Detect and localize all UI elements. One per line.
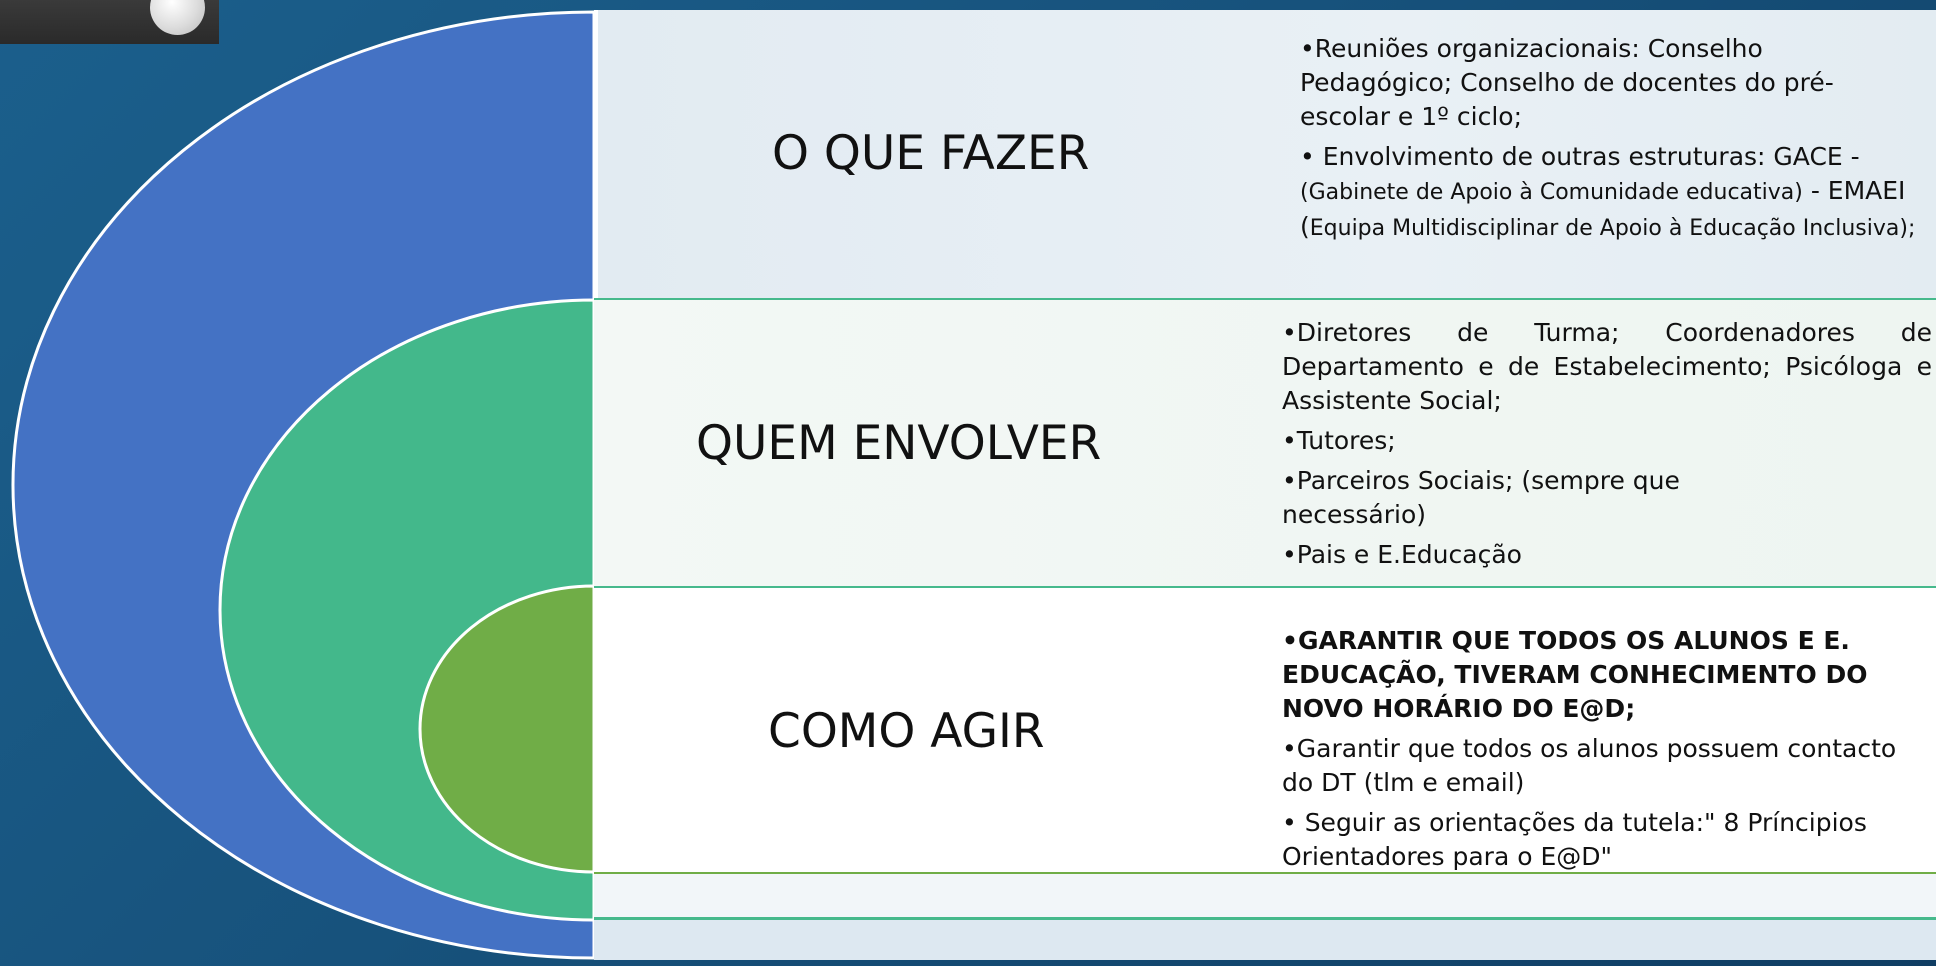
bullet-list: •Diretores de Turma; Coordenadores de De… bbox=[1282, 316, 1932, 578]
bullet-item: •Parceiros Sociais; (sempre que necessár… bbox=[1282, 466, 1680, 529]
inner-arc bbox=[418, 584, 596, 874]
nested-arcs-graphic bbox=[11, 10, 596, 960]
row-o-que-fazer: O QUE FAZER •Reuniões organizacionais: C… bbox=[594, 10, 1936, 298]
bullet-item: • Envolvimento de outras estruturas: GAC… bbox=[1300, 140, 1920, 246]
bullet-text: • Envolvimento de outras estruturas: GAC… bbox=[1300, 142, 1860, 171]
bullet-list: •GARANTIR QUE TODOS OS ALUNOS E E. EDUCA… bbox=[1282, 624, 1912, 880]
bullet-text-small: (Gabinete de Apoio à Comunidade educativ… bbox=[1300, 180, 1803, 205]
bullet-item: •Pais e E.Educação bbox=[1282, 540, 1522, 569]
video-thumbnail bbox=[0, 0, 219, 44]
row-title: O QUE FAZER bbox=[772, 126, 1090, 181]
bullet-item: •Tutores; bbox=[1282, 426, 1396, 455]
bullet-text: - EMAEI ( bbox=[1300, 176, 1906, 241]
bullet-item: •Garantir que todos os alunos possuem co… bbox=[1282, 734, 1897, 797]
row-footer-band bbox=[594, 874, 1936, 920]
row-title: COMO AGIR bbox=[768, 704, 1045, 759]
row-como-agir: COMO AGIR •GARANTIR QUE TODOS OS ALUNOS … bbox=[594, 586, 1936, 874]
row-bottom-band bbox=[594, 920, 1936, 960]
bullet-text: •Reuniões organizacionais: Conselho Peda… bbox=[1300, 34, 1834, 131]
bullet-list: •Reuniões organizacionais: Conselho Peda… bbox=[1300, 32, 1920, 252]
bullet-item: •GARANTIR QUE TODOS OS ALUNOS E E. EDUCA… bbox=[1282, 626, 1868, 723]
bullet-item: • Seguir as orientações da tutela:" 8 Pr… bbox=[1282, 808, 1867, 871]
bullet-item: •Diretores de Turma; Coordenadores de De… bbox=[1282, 318, 1932, 415]
row-title: QUEM ENVOLVER bbox=[696, 416, 1102, 471]
bullet-text-small: Equipa Multidisciplinar de Apoio à Educa… bbox=[1309, 216, 1916, 241]
row-quem-envolver: QUEM ENVOLVER •Diretores de Turma; Coord… bbox=[594, 298, 1936, 586]
bullet-item: •Reuniões organizacionais: Conselho Peda… bbox=[1300, 32, 1920, 134]
